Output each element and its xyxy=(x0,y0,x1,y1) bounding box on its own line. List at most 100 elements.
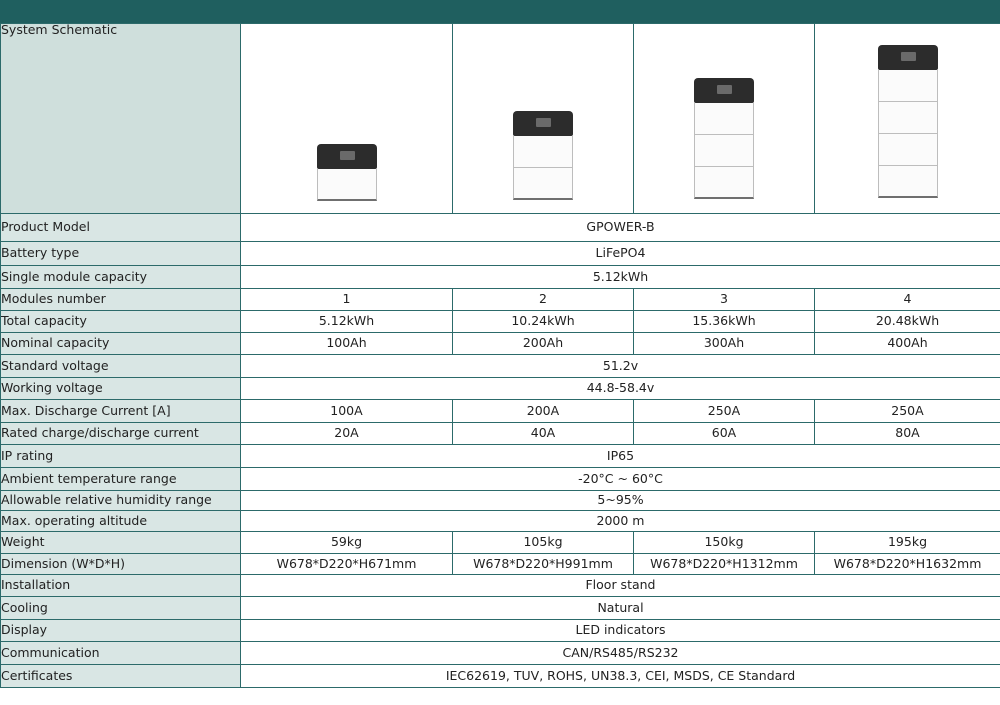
row-label: Max. Discharge Current [A] xyxy=(0,399,241,423)
row-value: LiFePO4 xyxy=(240,241,1000,266)
row-label: Battery type xyxy=(0,241,241,266)
row-value: 250A xyxy=(633,399,815,423)
row-value: IEC62619, TUV, ROHS, UN38.3, CEI, MSDS, … xyxy=(240,664,1000,688)
battery-module xyxy=(694,103,754,135)
row-label: Display xyxy=(0,619,241,642)
battery-stack-2 xyxy=(513,111,573,200)
controller-unit xyxy=(877,45,938,70)
row-value: 3 xyxy=(633,288,815,311)
row-value: Floor stand xyxy=(240,574,1000,597)
row-value: 2000 m xyxy=(240,510,1000,532)
row-value: 44.8-58.4v xyxy=(240,377,1000,400)
row-label: Communication xyxy=(0,641,241,665)
battery-module xyxy=(877,70,938,102)
battery-module xyxy=(877,102,938,134)
schematic-cell-4 xyxy=(814,23,1000,214)
row-label: Modules number xyxy=(0,288,241,311)
row-value: 150kg xyxy=(633,531,815,554)
row-value: 5.12kWh xyxy=(240,310,453,333)
row-label: Max. operating altitude xyxy=(0,510,241,532)
row-value: 100A xyxy=(240,399,453,423)
row-value: 4 xyxy=(814,288,1000,311)
row-value: 105kg xyxy=(452,531,634,554)
row-value: 51.2v xyxy=(240,354,1000,378)
display-screen xyxy=(900,52,916,61)
row-value: 100Ah xyxy=(240,332,453,355)
display-screen xyxy=(536,118,551,127)
row-value: 2 xyxy=(452,288,634,311)
schematic-cell-3 xyxy=(633,23,815,214)
battery-module xyxy=(877,134,938,166)
row-label: Single module capacity xyxy=(0,265,241,289)
row-value: W678*D220*H1632mm xyxy=(814,553,1000,575)
battery-module xyxy=(316,169,377,201)
row-value: W678*D220*H671mm xyxy=(240,553,453,575)
row-label: Ambient temperature range xyxy=(0,467,241,491)
row-value: 200Ah xyxy=(452,332,634,355)
row-label: Cooling xyxy=(0,596,241,620)
battery-stack-4 xyxy=(877,45,938,198)
spec-row-ambient-temp: Ambient temperature range-20°C ~ 60°C xyxy=(0,467,1000,491)
battery-module xyxy=(694,167,754,199)
row-value: -20°C ~ 60°C xyxy=(240,467,1000,491)
row-label: Standard voltage xyxy=(0,354,241,378)
row-value: 195kg xyxy=(814,531,1000,554)
controller-unit xyxy=(694,78,754,103)
row-label: Total capacity xyxy=(0,310,241,333)
spec-table: System Schematic xyxy=(0,23,1000,688)
row-value: 200A xyxy=(452,399,634,423)
row-label: Dimension (W*D*H) xyxy=(0,553,241,575)
row-value: GPOWER-B xyxy=(240,213,1000,242)
row-value: W678*D220*H1312mm xyxy=(633,553,815,575)
row-value: 20A xyxy=(240,422,453,445)
row-value: LED indicators xyxy=(240,619,1000,642)
row-value: 5~95% xyxy=(240,490,1000,511)
battery-module xyxy=(694,135,754,167)
row-label: Installation xyxy=(0,574,241,597)
schematic-label: System Schematic xyxy=(0,23,241,214)
display-screen xyxy=(717,85,732,94)
row-value: 80A xyxy=(814,422,1000,445)
row-value: 300Ah xyxy=(633,332,815,355)
row-value: 59kg xyxy=(240,531,453,554)
battery-stack-3 xyxy=(694,78,754,199)
schematic-row: System Schematic xyxy=(0,23,1000,214)
row-label: Working voltage xyxy=(0,377,241,400)
row-value: 40A xyxy=(452,422,634,445)
row-value: 20.48kWh xyxy=(814,310,1000,333)
row-label: Weight xyxy=(0,531,241,554)
row-label: Allowable relative humidity range xyxy=(0,490,241,511)
display-screen xyxy=(339,151,355,160)
battery-module xyxy=(877,166,938,198)
controller-unit xyxy=(513,111,573,136)
row-value: 60A xyxy=(633,422,815,445)
controller-unit xyxy=(316,144,377,169)
spec-row-dimension: Dimension (W*D*H)W678*D220*H671mm W678*D2… xyxy=(0,553,1000,575)
row-label: Product Model xyxy=(0,213,241,242)
row-value: 10.24kWh xyxy=(452,310,634,333)
row-value: Natural xyxy=(240,596,1000,620)
row-value: CAN/RS485/RS232 xyxy=(240,641,1000,665)
row-value: 15.36kWh xyxy=(633,310,815,333)
row-label: IP rating xyxy=(0,444,241,468)
row-value: 5.12kWh xyxy=(240,265,1000,289)
row-value: 400Ah xyxy=(814,332,1000,355)
battery-module xyxy=(513,168,573,200)
